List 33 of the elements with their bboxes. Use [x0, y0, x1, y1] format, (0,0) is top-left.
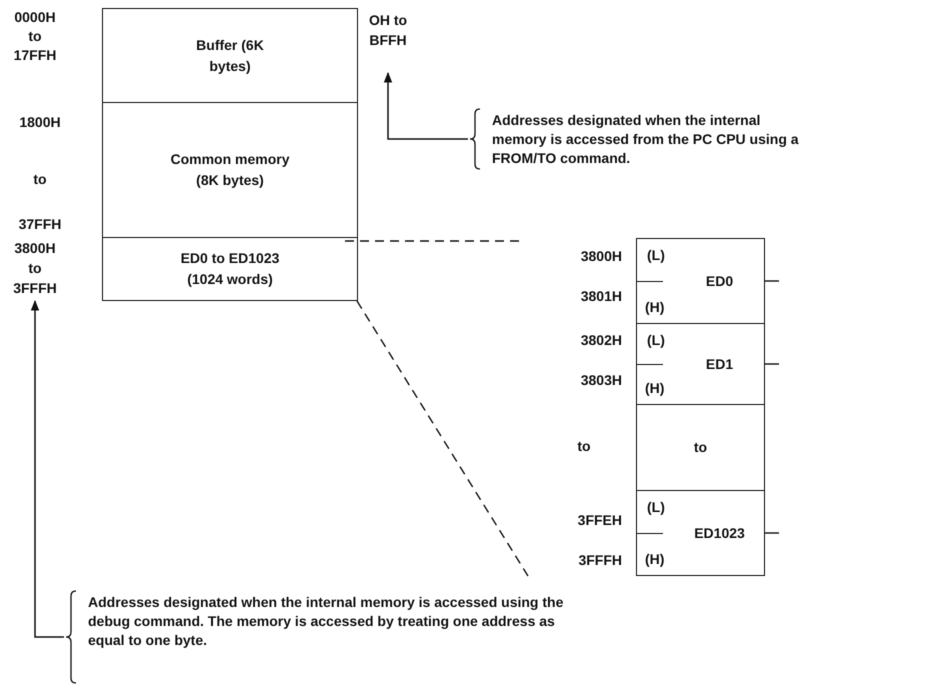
note-text: Addresses designated when the internal memory is accessed using the debug command. The memory is accessed by treating one address as equal to one byte. — [88, 593, 564, 650]
omitted-section: to — [636, 404, 765, 491]
word-cell — [636, 323, 765, 405]
memory-block: ED0 to ED1023 (1024 words) — [102, 237, 358, 301]
word-cell — [636, 490, 765, 576]
address-label: 3FFEH — [576, 511, 622, 530]
address-label: 0000H to 17FFH — [12, 8, 58, 65]
byte-label: (H) — [645, 380, 664, 396]
byte-label: (L) — [647, 332, 665, 348]
address-label: 3803H — [580, 371, 622, 390]
word-label: ED0 — [704, 273, 734, 289]
leader-arrow — [30, 300, 64, 638]
word-label: ED1 — [704, 356, 734, 372]
address-range: OH to BFFH — [366, 10, 410, 70]
address-label: 37FFH — [18, 215, 62, 234]
byte-label: (H) — [645, 551, 664, 567]
range-word: to — [576, 437, 592, 456]
leader-arrow — [384, 72, 468, 140]
address-label: 3FFFH — [577, 551, 622, 570]
address-label: 1800H — [18, 113, 62, 132]
word-label: ED1023 — [693, 525, 746, 541]
address-label: 3800H — [580, 247, 622, 266]
memory-block: Common memory (8K bytes) — [102, 102, 358, 238]
note-text: Addresses designated when the internal memory is accessed from the PC CPU using a FROM/TO command. — [492, 111, 800, 168]
address-range: 3800H to 3FFFH — [10, 238, 60, 298]
address-label: 3802H — [580, 331, 622, 350]
address-label: 3801H — [580, 287, 622, 306]
byte-label: (L) — [647, 499, 665, 515]
memory-block: Buffer (6K bytes) — [102, 8, 358, 103]
word-cell — [636, 238, 765, 324]
range-word: to — [32, 170, 48, 189]
byte-label: (H) — [645, 299, 664, 315]
byte-label: (L) — [647, 247, 665, 263]
